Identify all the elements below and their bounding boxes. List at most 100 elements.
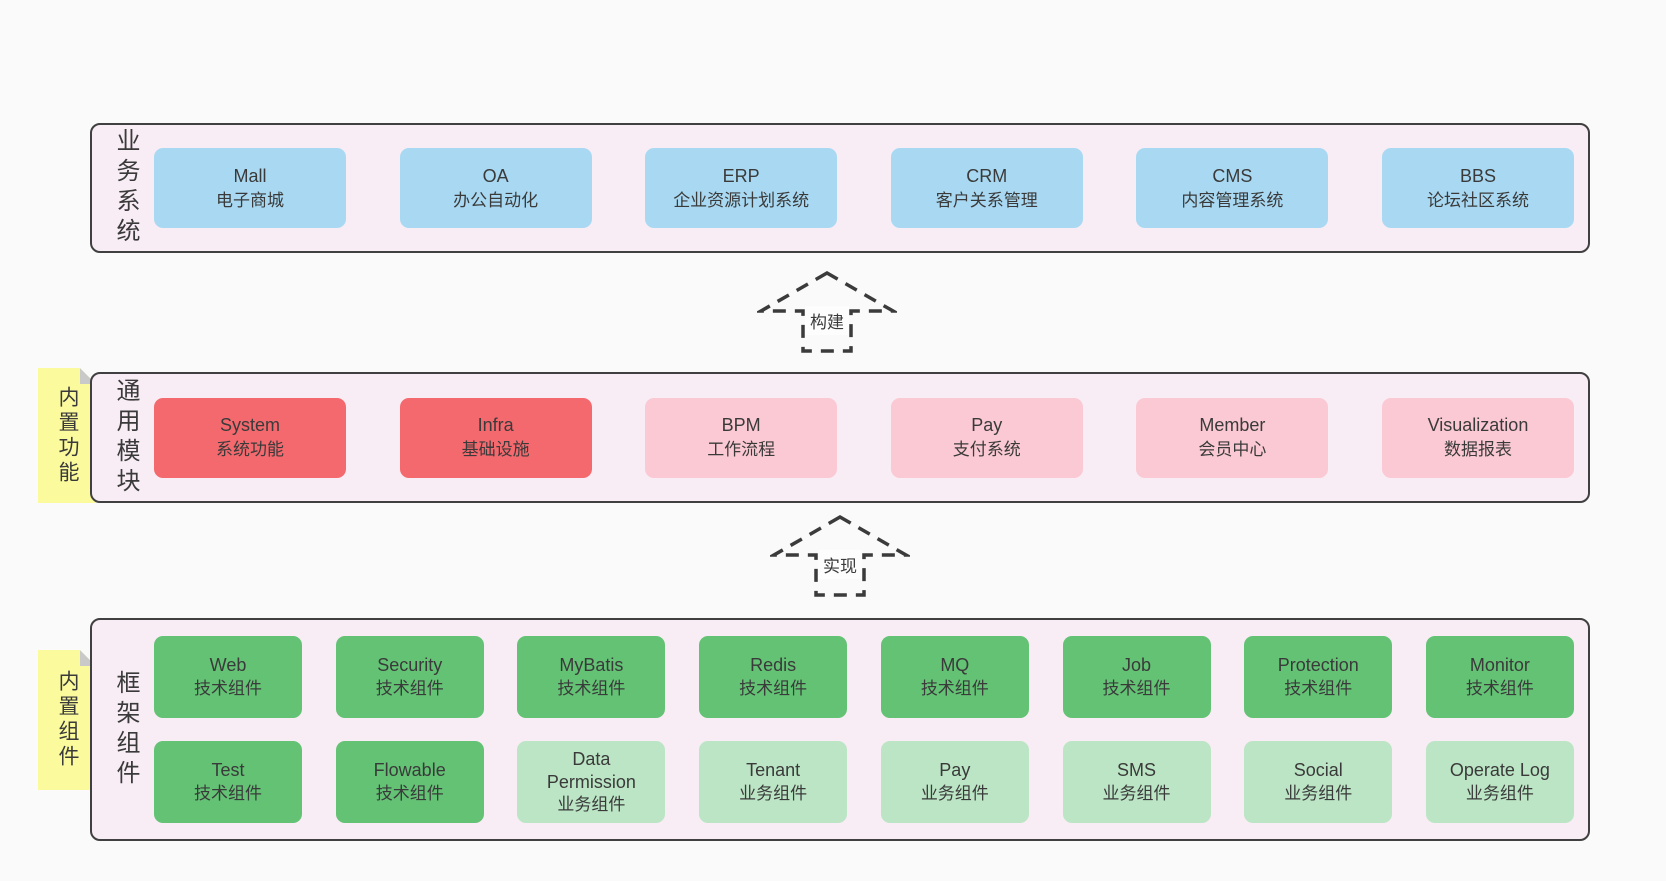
box-subtitle: 数据报表 <box>1443 440 1512 460</box>
box-crm: CRM 客户关系管理 <box>890 148 1083 228</box>
framework-grid-row-b: Test 技术组件 Flowable 技术组件 Data Permission … <box>154 741 1574 823</box>
box-pay: Pay 支付系统 <box>890 397 1083 478</box>
box-subtitle: 系统功能 <box>216 440 284 460</box>
framework-components-label: 框架组件 <box>112 669 139 790</box>
common-modules-label: 通用模块 <box>112 377 139 498</box>
box-mq: MQ 技术组件 <box>880 636 1029 718</box>
box-subtitle: 技术组件 <box>1284 678 1353 698</box>
box-data-permission: Data Permission 业务组件 <box>517 741 666 823</box>
box-subtitle: 支付系统 <box>952 440 1021 460</box>
box-subtitle: 业务组件 <box>920 783 989 803</box>
box-title: Monitor <box>1469 655 1530 676</box>
business-box-row: Mall 电子商城 OA 办公自动化 ERP 企业资源计划系统 CRM 客户关系… <box>154 125 1574 251</box>
box-redis: Redis 技术组件 <box>699 636 848 718</box>
box-subtitle: 技术组件 <box>920 678 989 698</box>
box-tenant: Tenant 业务组件 <box>699 741 848 823</box>
box-title: Infra <box>477 415 514 435</box>
box-member: Member 会员中心 <box>1136 397 1329 478</box>
box-title: Member <box>1199 415 1266 435</box>
box-mall: Mall 电子商城 <box>154 148 346 228</box>
common-box-row: System 系统功能 Infra 基础设施 BPM 工作流程 Pay 支付系统… <box>154 374 1574 501</box>
sticky-label: 内置功能 <box>56 385 79 486</box>
dashed-up-arrow-icon <box>757 270 897 353</box>
box-title: MQ <box>940 655 970 676</box>
framework-components-panel: 框架组件 Web 技术组件 Security 技术组件 MyBatis 技术组件… <box>90 618 1590 841</box>
box-title: OA <box>482 165 509 186</box>
build-arrow: 构建 <box>757 270 897 354</box>
box-subtitle: 内容管理系统 <box>1181 190 1284 210</box>
box-flowable: Flowable 技术组件 <box>335 741 484 823</box>
box-erp: ERP 企业资源计划系统 <box>645 148 838 228</box>
box-title: Data Permission <box>546 748 636 792</box>
box-job: Job 技术组件 <box>1062 636 1211 718</box>
box-title: Mall <box>233 165 267 186</box>
box-pay-biz: Pay 业务组件 <box>880 741 1029 823</box>
box-subtitle: 技术组件 <box>557 678 626 698</box>
box-infra: Infra 基础设施 <box>399 397 592 478</box>
box-subtitle: 业务组件 <box>1465 783 1534 803</box>
builtin-components-sticky: 内置组件 <box>38 650 96 790</box>
box-title: Pay <box>939 760 971 781</box>
box-subtitle: 技术组件 <box>194 678 262 698</box>
box-title: Social <box>1293 760 1343 781</box>
box-title: System <box>219 415 280 435</box>
box-system: System 系统功能 <box>154 397 346 478</box>
box-title: Tenant <box>746 760 801 781</box>
box-title: Flowable <box>373 760 446 781</box>
box-title: Visualization <box>1427 415 1529 435</box>
box-security: Security 技术组件 <box>335 636 484 718</box>
box-subtitle: 工作流程 <box>707 440 776 460</box>
dashed-up-arrow-icon <box>770 514 910 597</box>
box-cms: CMS 内容管理系统 <box>1136 148 1329 228</box>
box-title: Job <box>1122 655 1152 676</box>
box-subtitle: 基础设施 <box>461 440 530 460</box>
box-title: SMS <box>1117 760 1157 781</box>
box-subtitle: 技术组件 <box>739 678 808 698</box>
box-oa: OA 办公自动化 <box>399 148 592 228</box>
box-title: Operate Log <box>1449 760 1550 781</box>
box-mybatis: MyBatis 技术组件 <box>517 636 666 718</box>
box-subtitle: 论坛社区系统 <box>1426 190 1529 210</box>
box-monitor: Monitor 技术组件 <box>1425 636 1574 718</box>
box-subtitle: 技术组件 <box>1102 678 1171 698</box>
box-subtitle: 业务组件 <box>1102 783 1171 803</box>
box-subtitle: 电子商城 <box>216 190 284 210</box>
common-modules-panel: 通用模块 System 系统功能 Infra 基础设施 BPM 工作流程 Pay… <box>90 372 1590 503</box>
box-subtitle: 技术组件 <box>375 678 444 698</box>
box-test: Test 技术组件 <box>154 741 302 823</box>
box-title: BPM <box>721 415 761 435</box>
box-sms: SMS 业务组件 <box>1062 741 1211 823</box>
box-title: CMS <box>1212 165 1253 186</box>
box-bpm: BPM 工作流程 <box>645 397 838 478</box>
framework-grid: Web 技术组件 Security 技术组件 MyBatis 技术组件 Redi… <box>154 620 1574 839</box>
box-protection: Protection 技术组件 <box>1244 636 1393 718</box>
box-subtitle: 业务组件 <box>739 783 808 803</box>
box-title: Web <box>209 655 247 676</box>
build-arrow-label: 构建 <box>805 306 849 335</box>
box-title: Test <box>211 760 245 781</box>
implement-arrow-label: 实现 <box>818 550 862 579</box>
sticky-label: 内置组件 <box>56 670 79 770</box>
box-subtitle: 企业资源计划系统 <box>673 190 810 210</box>
box-title: BBS <box>1459 165 1496 186</box>
business-systems-panel: 业务系统 Mall 电子商城 OA 办公自动化 ERP 企业资源计划系统 CRM… <box>90 123 1590 253</box>
box-operate-log: Operate Log 业务组件 <box>1425 741 1574 823</box>
box-subtitle: 技术组件 <box>194 783 262 803</box>
box-title: CRM <box>966 165 1008 186</box>
box-bbs: BBS 论坛社区系统 <box>1381 148 1574 228</box>
box-subtitle: 业务组件 <box>1284 783 1353 803</box>
box-subtitle: 会员中心 <box>1198 440 1267 460</box>
builtin-features-sticky: 内置功能 <box>38 368 96 503</box>
box-title: Security <box>377 655 443 676</box>
box-subtitle: 办公自动化 <box>453 190 539 210</box>
box-title: Protection <box>1277 655 1359 676</box>
business-systems-label: 业务系统 <box>112 128 139 248</box>
box-social: Social 业务组件 <box>1244 741 1393 823</box>
implement-arrow: 实现 <box>770 514 910 600</box>
box-subtitle: 技术组件 <box>1465 678 1534 698</box>
box-web: Web 技术组件 <box>154 636 302 718</box>
box-title: ERP <box>722 165 760 186</box>
box-visualization: Visualization 数据报表 <box>1381 397 1574 478</box>
box-subtitle: 技术组件 <box>375 783 444 803</box>
box-subtitle: 客户关系管理 <box>935 190 1038 210</box>
